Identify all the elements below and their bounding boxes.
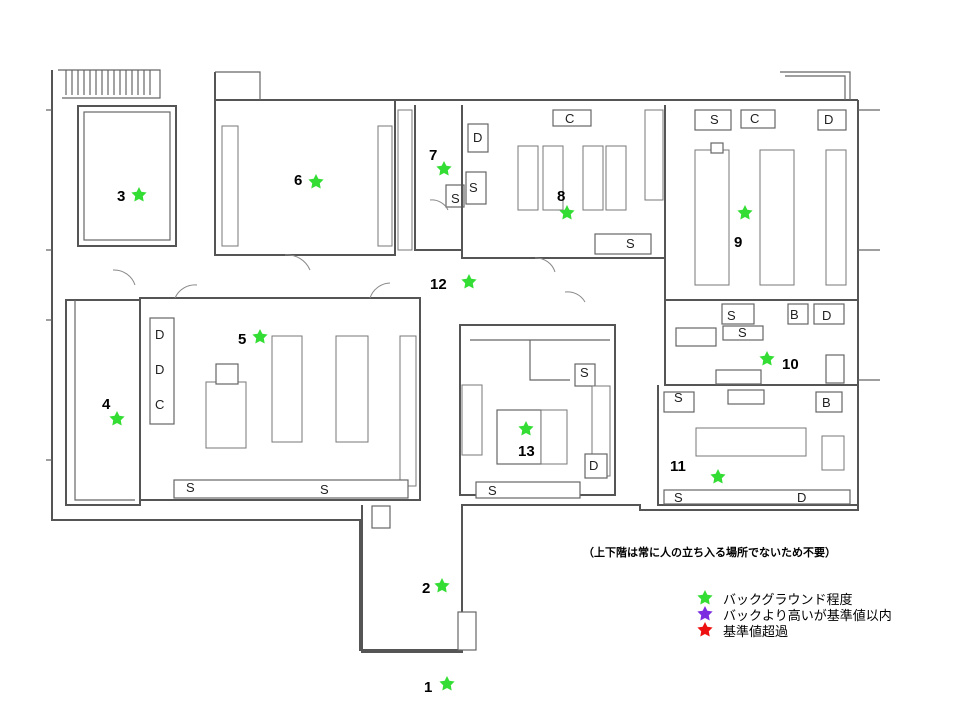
equipment-labels: C D S S S S C D S B D S D D C S S S S D … [155, 111, 833, 505]
point-label-11: 11 [670, 458, 686, 475]
point-label-2: 2 [422, 580, 430, 597]
point-star-7 [436, 161, 452, 176]
room-6 [214, 100, 413, 271]
point-label-12: 12 [430, 276, 447, 293]
equipment-s-11: S [674, 390, 683, 405]
legend-label-exceeds-standard: 基準値超過 [723, 624, 789, 640]
red-star-icon [697, 622, 713, 637]
legend-star-0 [697, 590, 713, 605]
room-9 [664, 105, 858, 301]
room-5 [112, 269, 421, 501]
point-star-10 [759, 351, 775, 366]
equipment-s-3: S [626, 236, 635, 251]
room-13 [459, 291, 616, 499]
equipment-s-4: S [710, 112, 719, 127]
point-label-8: 8 [557, 188, 565, 205]
equipment-s-8: S [320, 482, 329, 497]
equipment-d-7: D [797, 490, 806, 505]
equipment-c-3: C [155, 397, 164, 412]
point-label-9: 9 [734, 234, 742, 251]
room-4 [65, 299, 141, 506]
measurement-labels: 1 2 3 4 5 6 7 8 9 10 11 12 13 [102, 147, 799, 696]
room-7 [414, 105, 489, 251]
equipment-d-5: D [155, 362, 164, 377]
point-label-3: 3 [117, 188, 125, 205]
point-label-5: 5 [238, 331, 246, 348]
equipment-d-6: D [589, 458, 598, 473]
equipment-s-2: S [469, 180, 478, 195]
room-10 [664, 300, 858, 386]
legend-label-background: バックグラウンド程度 [723, 592, 853, 608]
point-star-3 [131, 187, 147, 202]
point-label-1: 1 [424, 679, 432, 696]
legend: バックグラウンド程度 バックより高いが基準値以内 基準値超過 [697, 590, 892, 640]
legend-star-2 [697, 622, 713, 637]
legend-star-1 [697, 606, 713, 621]
equipment-s-12: S [674, 490, 683, 505]
equipment-s-10: S [580, 365, 589, 380]
equipment-d-4: D [155, 327, 164, 342]
legend-item-exceeds-standard: 基準値超過 [697, 622, 892, 640]
room-2 [361, 505, 477, 653]
green-star-icon [697, 590, 713, 605]
equipment-s-7: S [186, 480, 195, 495]
equipment-c-1: C [565, 111, 574, 126]
equipment-d-2: D [824, 112, 833, 127]
point-star-11 [710, 469, 726, 484]
legend-item-above-background: バックより高いが基準値以内 [697, 606, 892, 624]
point-star-2 [434, 578, 450, 593]
equipment-s-1: S [451, 191, 460, 206]
point-label-13: 13 [518, 443, 535, 460]
point-star-4 [109, 411, 125, 426]
equipment-s-9: S [488, 483, 497, 498]
equipment-s-6: S [738, 325, 747, 340]
equipment-d-3: D [822, 308, 831, 323]
point-label-10: 10 [782, 356, 799, 373]
room-8 [461, 105, 666, 273]
point-label-7: 7 [429, 147, 437, 164]
room-11 [657, 385, 858, 506]
point-star-12 [461, 274, 477, 289]
legend-label-above-background: バックより高いが基準値以内 [723, 608, 892, 624]
point-label-6: 6 [294, 172, 302, 189]
legend-item-background: バックグラウンド程度 [697, 590, 892, 608]
floor-note: （上下階は常に人の立ち入る場所でないため不要） [583, 546, 836, 559]
equipment-s-5: S [727, 308, 736, 323]
purple-star-icon [697, 606, 713, 621]
point-star-5 [252, 329, 268, 344]
equipment-d-1: D [473, 130, 482, 145]
point-star-1 [439, 676, 455, 691]
point-star-6 [308, 174, 324, 189]
point-label-4: 4 [102, 396, 111, 413]
equipment-b-1: B [790, 307, 799, 322]
equipment-b-2: B [822, 395, 831, 410]
equipment-c-2: C [750, 111, 759, 126]
room-3 [77, 105, 177, 247]
point-star-9 [737, 205, 753, 220]
